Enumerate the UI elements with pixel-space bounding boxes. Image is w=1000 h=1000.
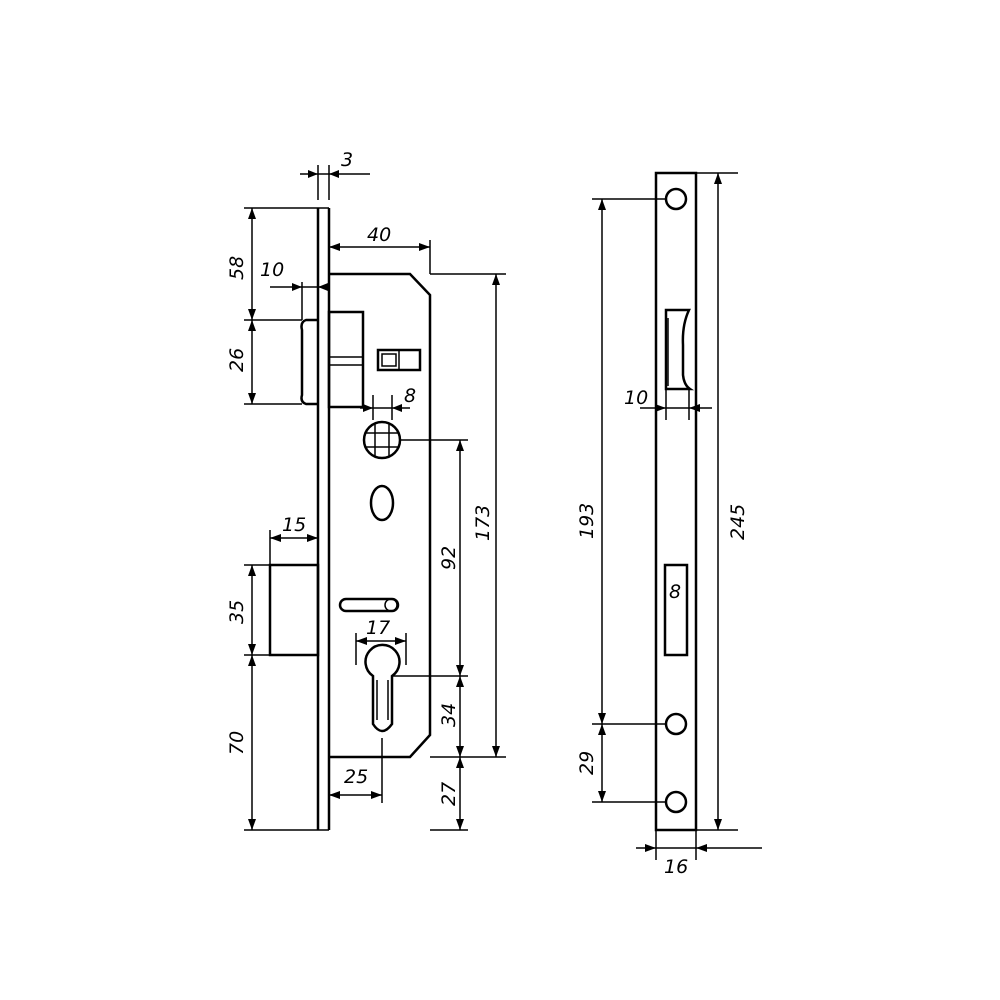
dim-bottom-offset: 70 — [226, 731, 248, 755]
bolt-slot — [663, 563, 689, 657]
cylinder-inner — [376, 680, 389, 720]
lock-case — [329, 272, 432, 759]
dim-faceplate-width: 16 — [664, 856, 688, 878]
latch-opening — [664, 308, 695, 391]
dim-backset: 25 — [344, 766, 368, 788]
screw-hole-bottom — [664, 790, 688, 814]
oval-hole — [369, 484, 395, 522]
dim-latch-opening-gap: 10 — [624, 387, 648, 409]
dim-latch-projection: 10 — [260, 259, 284, 281]
dim-lower-extent: 34 — [438, 703, 460, 727]
screw-hole-middle — [664, 712, 688, 736]
side-view: 8 10 193 29 245 16 — [576, 171, 762, 878]
dim-total-height: 245 — [727, 504, 749, 540]
dim-bolt-projection: 15 — [282, 514, 306, 536]
latch-body — [327, 310, 365, 409]
slot-end — [384, 598, 398, 612]
dim-distance-center: 92 — [438, 546, 460, 570]
dim-bolt-height: 35 — [226, 600, 248, 624]
deadbolt — [268, 563, 320, 657]
cylinder-hole — [364, 643, 401, 733]
follower-grid — [366, 424, 398, 456]
switch-inner — [381, 353, 397, 367]
dim-lower-hole-spacing: 29 — [576, 751, 598, 775]
dim-bolt-slot: 8 — [669, 581, 681, 603]
lever-slot — [338, 597, 400, 613]
dim-hole-spacing: 193 — [576, 503, 598, 539]
dim-top-offset: 58 — [226, 256, 248, 280]
front-view: 3 40 58 26 10 8 — [226, 149, 506, 831]
dim-faceplate-thickness: 3 — [341, 149, 353, 171]
follower-circle — [362, 420, 402, 460]
dim-cylinder-width: 17 — [366, 617, 390, 639]
faceplate-side — [654, 171, 698, 832]
dim-case-height: 173 — [472, 505, 494, 541]
latch-bolt — [300, 318, 318, 406]
dim-backset-top: 40 — [367, 224, 391, 246]
dim-bottom-case-offset: 27 — [438, 782, 460, 806]
dim-follower-size: 8 — [404, 385, 416, 407]
dim-latch-height: 26 — [226, 348, 248, 372]
screw-hole-top — [664, 187, 688, 211]
